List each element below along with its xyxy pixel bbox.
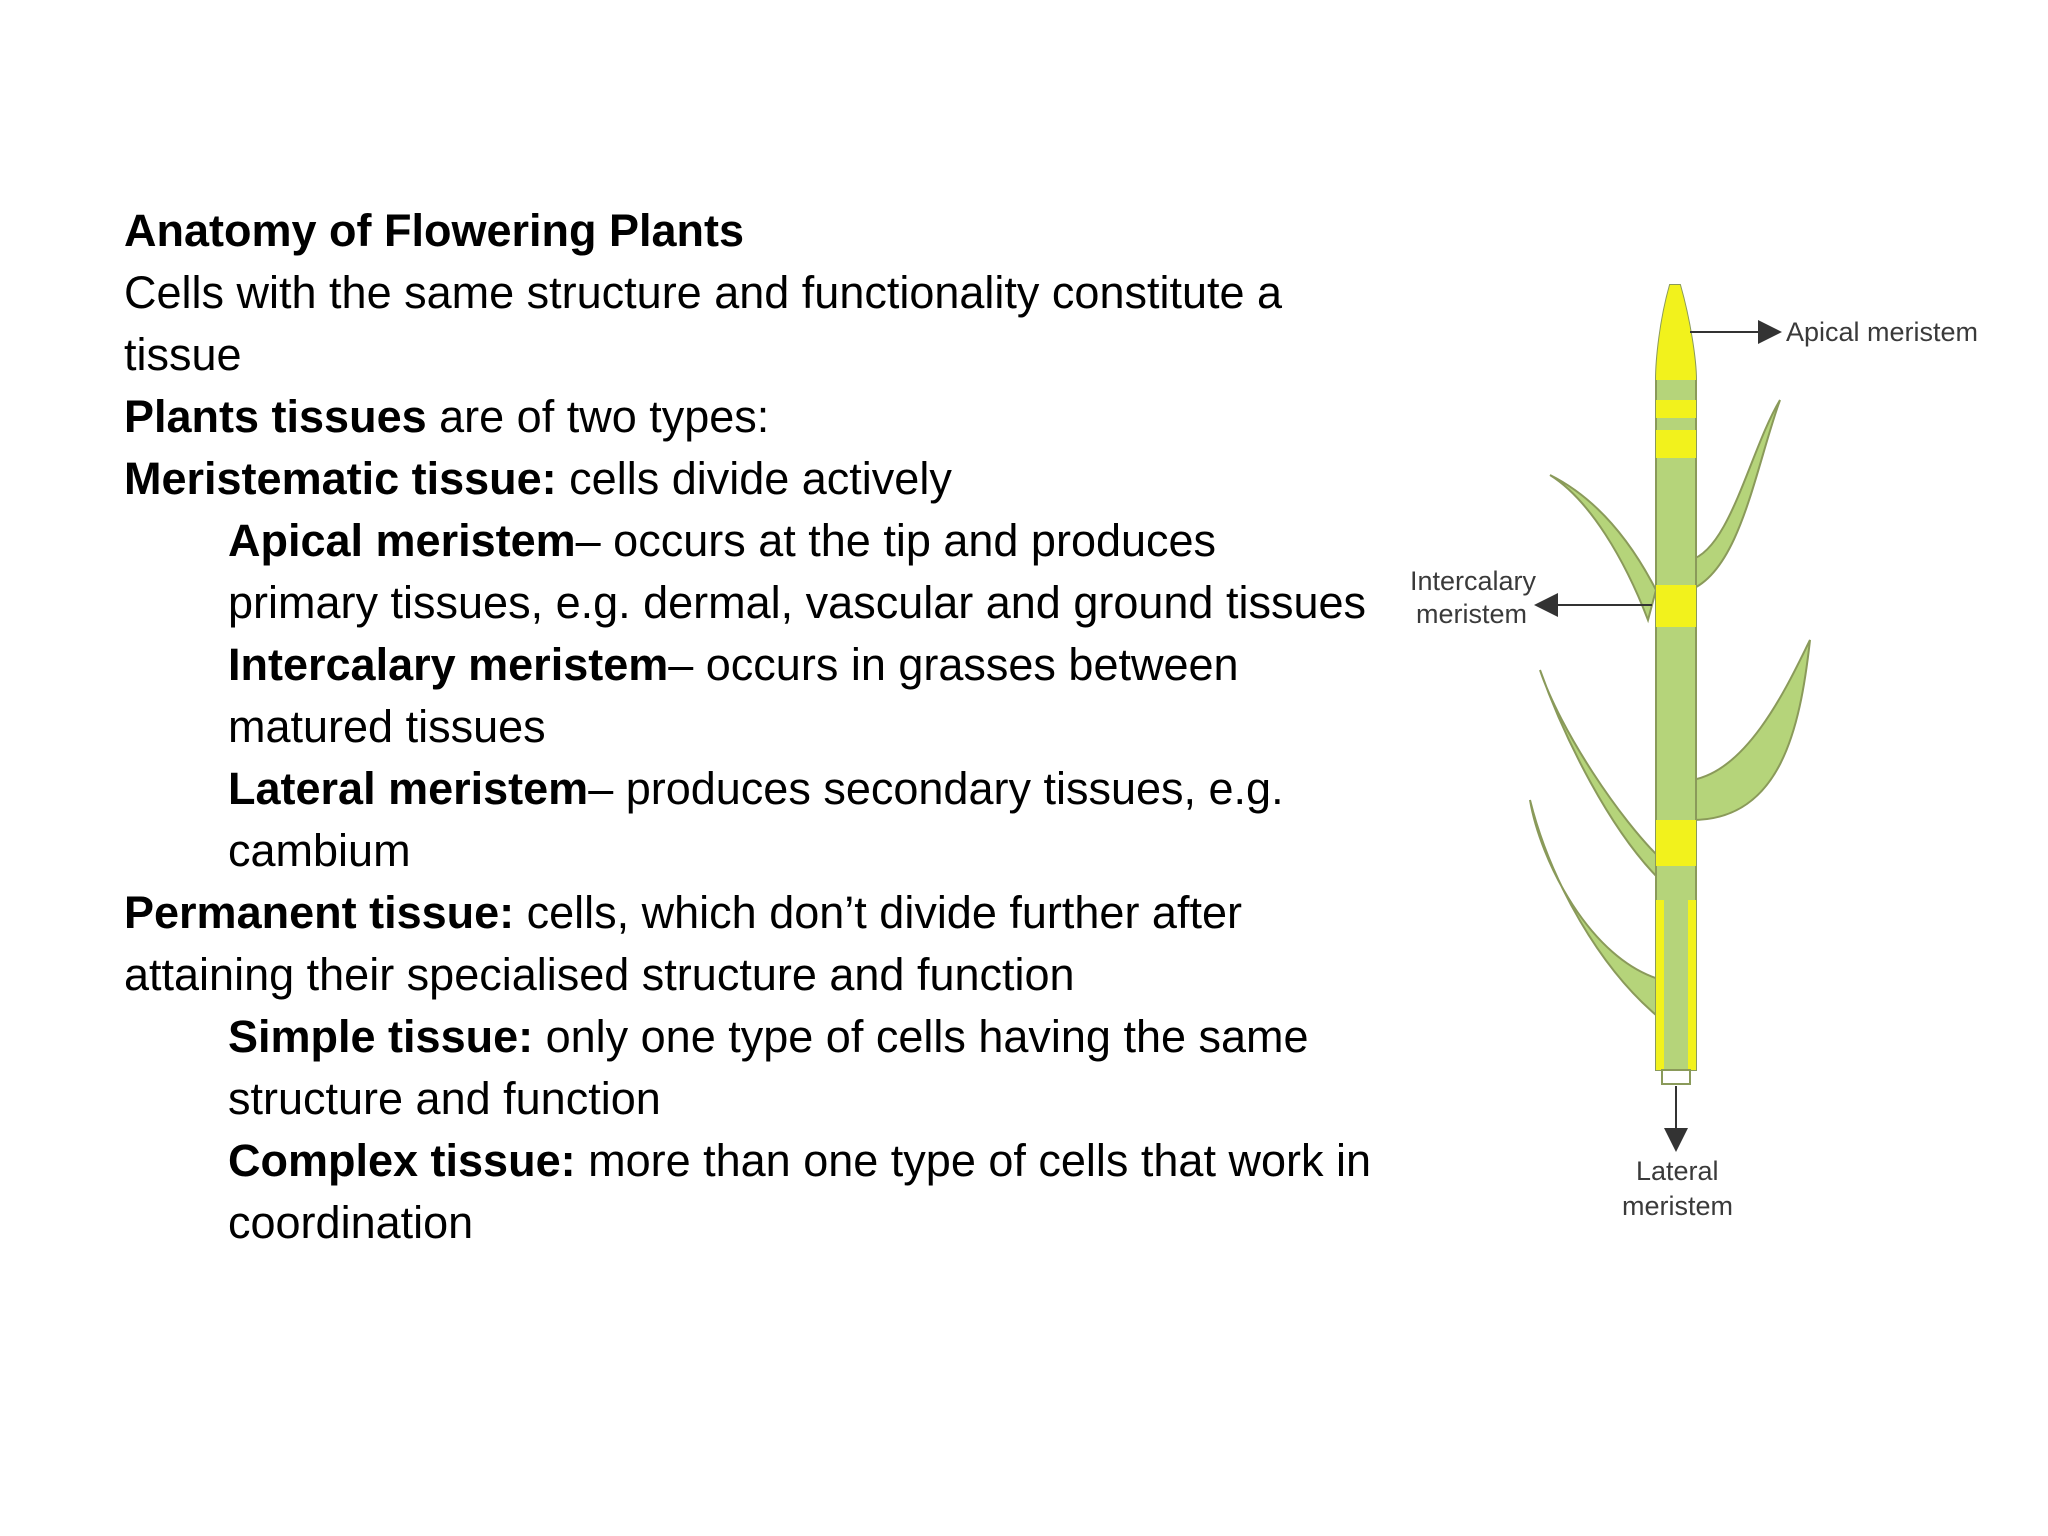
label-intercalary-line-2: meristem bbox=[1416, 599, 1527, 629]
term: Meristematic tissue: bbox=[124, 453, 557, 504]
apical-meristem-band bbox=[1656, 285, 1696, 380]
leaf-upper-right bbox=[1689, 399, 1781, 592]
term: Intercalary meristem bbox=[228, 639, 669, 690]
term: Lateral meristem bbox=[228, 763, 589, 814]
meristem-band bbox=[1656, 820, 1696, 866]
lateral-meristem-strip bbox=[1656, 900, 1664, 1070]
desc: – occurs in grasses between matured tiss… bbox=[228, 639, 1239, 752]
meristem-band bbox=[1656, 430, 1696, 458]
lateral-meristem-strip bbox=[1688, 900, 1696, 1070]
term: Plants tissues bbox=[124, 391, 427, 442]
slide-title: Anatomy of Flowering Plants bbox=[124, 205, 745, 256]
desc: cells, which don’t divide further after … bbox=[124, 887, 1242, 1000]
leaf-upper-left bbox=[1549, 474, 1658, 624]
intercalary-line: Intercalary meristem– occurs in grasses … bbox=[124, 634, 1374, 758]
label-lateral-line-2: meristem bbox=[1622, 1191, 1733, 1221]
desc: are of two types: bbox=[426, 391, 770, 442]
apical-line: Apical meristem– occurs at the tip and p… bbox=[124, 510, 1374, 634]
label-intercalary-line-1: Intercalary bbox=[1410, 566, 1537, 596]
leaf-middle-left bbox=[1539, 669, 1664, 883]
term: Permanent tissue: bbox=[124, 887, 515, 938]
intercalary-meristem-band bbox=[1656, 585, 1696, 627]
desc: cells divide actively bbox=[556, 453, 952, 504]
intro-text: Cells with the same structure and functi… bbox=[124, 267, 1283, 380]
desc: more than one type of cells that work in… bbox=[228, 1135, 1372, 1248]
desc: only one type of cells having the same s… bbox=[228, 1011, 1309, 1124]
text-content: Anatomy of Flowering Plants Cells with t… bbox=[124, 200, 1374, 1254]
meristem-diagram: Apical meristem Intercalary meristem Lat… bbox=[1390, 260, 2010, 1260]
desc: – occurs at the tip and produces primary… bbox=[228, 515, 1367, 628]
lateral-line: Lateral meristem– produces secondary tis… bbox=[124, 758, 1374, 882]
permanent-line: Permanent tissue: cells, which don’t div… bbox=[124, 882, 1374, 1006]
label-lateral-line-1: Lateral bbox=[1636, 1156, 1719, 1186]
leaf-lower-left bbox=[1529, 799, 1663, 1023]
meristem-band bbox=[1656, 400, 1696, 418]
tissue-types-line: Plants tissues are of two types: bbox=[124, 386, 1374, 448]
term: Simple tissue: bbox=[228, 1011, 534, 1062]
leaf-middle-right bbox=[1691, 639, 1811, 822]
term: Complex tissue: bbox=[228, 1135, 576, 1186]
label-apical-meristem: Apical meristem bbox=[1786, 317, 1978, 347]
simple-line: Simple tissue: only one type of cells ha… bbox=[124, 1006, 1374, 1130]
stem-base bbox=[1661, 1069, 1691, 1085]
meristematic-line: Meristematic tissue: cells divide active… bbox=[124, 448, 1374, 510]
term: Apical meristem bbox=[228, 515, 576, 566]
complex-line: Complex tissue: more than one type of ce… bbox=[124, 1130, 1374, 1254]
desc: – produces secondary tissues, e.g. cambi… bbox=[228, 763, 1284, 876]
stem-illustration: Apical meristem Intercalary meristem Lat… bbox=[1410, 284, 1978, 1221]
